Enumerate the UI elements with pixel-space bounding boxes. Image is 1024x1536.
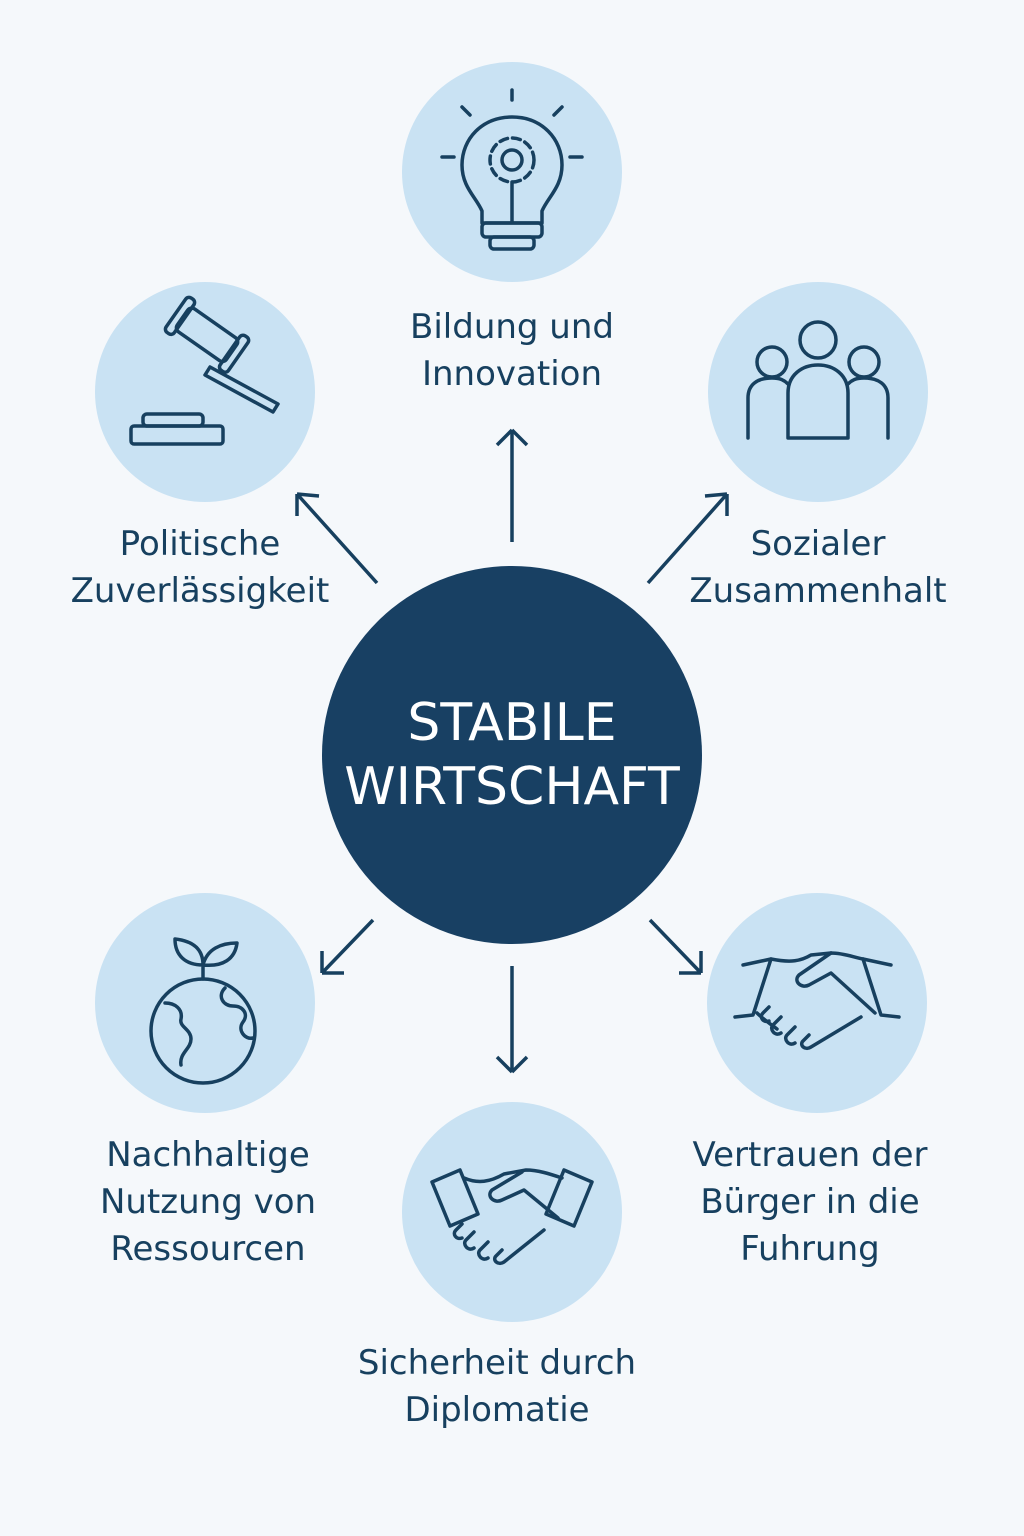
label-line: Bürger in die	[700, 1182, 920, 1222]
label-line: Sozialer	[750, 524, 886, 564]
label-line: Nachhaltige	[106, 1135, 310, 1175]
node-nachhaltig-circle	[95, 893, 315, 1113]
lightbulb-gear-icon	[440, 88, 584, 251]
central-node: STABILE WIRTSCHAFT	[322, 566, 702, 944]
arrow-to-sozial	[646, 492, 729, 585]
label-line: Zuverlässigkeit	[70, 571, 330, 611]
label-line: Politische	[119, 524, 281, 564]
label-line: Diplomatie	[404, 1390, 590, 1430]
label-line: Vertrauen der	[692, 1135, 928, 1175]
handshake-icon	[733, 951, 901, 1051]
label-line: Sicherheit durch	[357, 1343, 637, 1383]
node-politik-circle	[95, 282, 315, 502]
label-line: Zusammenhalt	[689, 571, 947, 611]
center-title-line1: STABILE	[407, 693, 617, 753]
node-sicherheit-circle	[402, 1102, 622, 1322]
label-line: Bildung und	[410, 307, 614, 347]
node-vertrauen-circle	[707, 893, 927, 1113]
node-sicherheit-label: Sicherheit durch Diplomatie	[358, 1340, 636, 1434]
node-bildung-circle	[402, 62, 622, 282]
handshake-icon	[430, 1168, 594, 1266]
label-line: Ressourcen	[110, 1229, 306, 1269]
label-line: Innovation	[421, 354, 602, 394]
node-nachhaltig-label: Nachhaltige Nutzung von Ressourcen	[100, 1132, 316, 1273]
arrow-to-politik	[295, 492, 379, 585]
node-sozial-circle	[708, 282, 928, 502]
label-line: Nutzung von	[99, 1182, 317, 1222]
arrow-to-nachhaltig	[320, 918, 375, 975]
node-bildung-label: Bildung und Innovation	[410, 304, 614, 398]
arrow-to-sicherheit	[495, 966, 529, 1074]
node-vertrauen-label: Vertrauen der Bürger in die Fuhrung	[693, 1132, 928, 1273]
label-line: Fuhrung	[740, 1229, 880, 1269]
arrow-to-vertrauen	[648, 918, 703, 975]
globe-sprout-icon	[149, 937, 257, 1085]
node-politik-label: Politische Zuverlässigkeit	[71, 521, 330, 615]
gavel-icon	[129, 295, 280, 446]
people-group-icon	[746, 320, 890, 440]
center-title-line2: WIRTSCHAFT	[344, 757, 680, 817]
node-sozial-label: Sozialer Zusammenhalt	[689, 521, 946, 615]
